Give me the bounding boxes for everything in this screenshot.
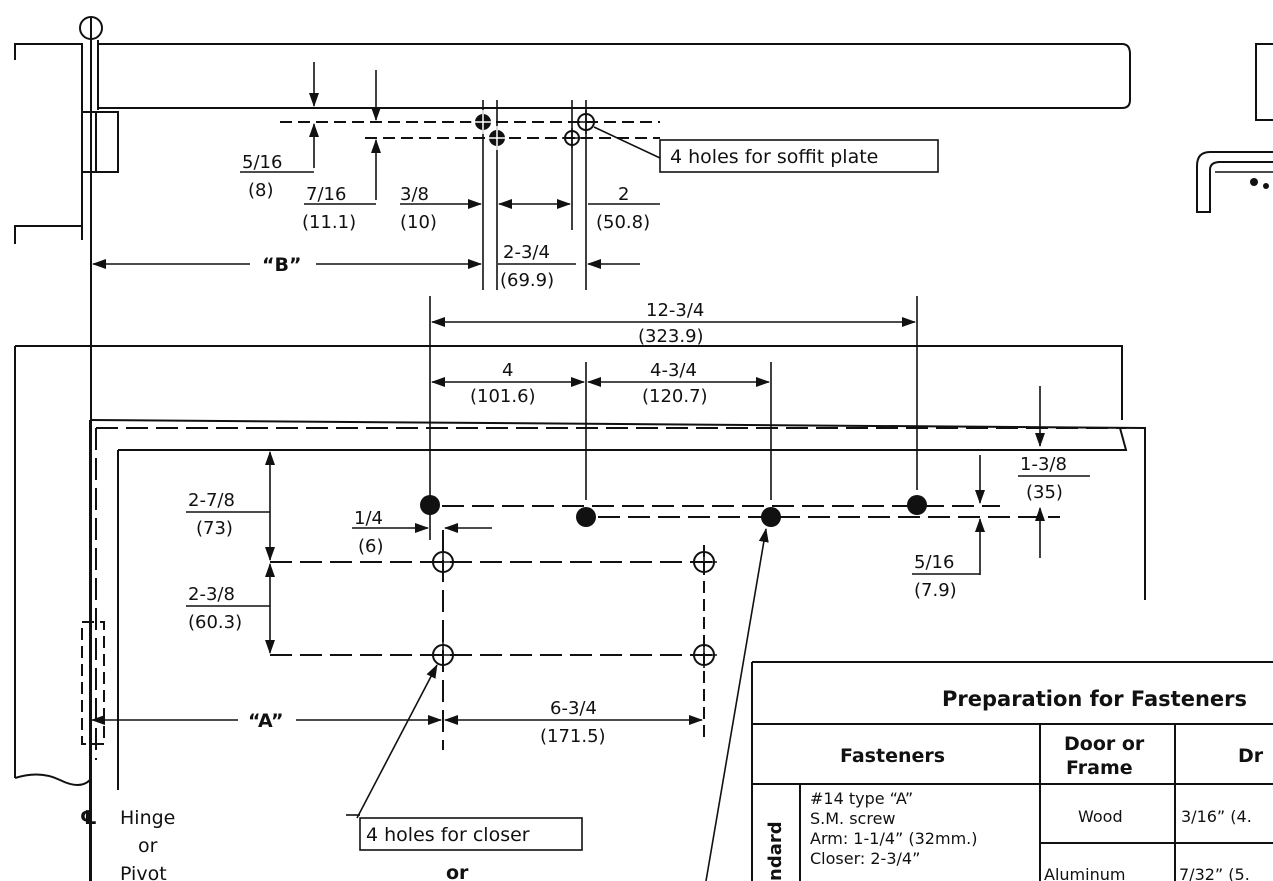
dim-2-3-8-frac: 2-3/8 (188, 584, 235, 605)
dim-5-16-mm: (8) (248, 180, 274, 201)
dim-2-mm: (50.8) (596, 212, 650, 233)
dim-1-3-8-frac: 1-3/8 (1020, 454, 1067, 475)
closer-hole (430, 549, 456, 575)
dim-door-5-16-frac: 5/16 (914, 552, 954, 573)
soffit-callout-text: 4 holes for soffit plate (670, 146, 878, 168)
dim-12-3-4-frac: 12-3/4 (646, 300, 704, 321)
col-header-fasteners: Fasteners (840, 745, 945, 767)
or-text: or (446, 862, 469, 881)
dim-2-3-4-frac: 2-3/4 (503, 242, 550, 263)
col-header-door-frame-1: Door or (1064, 733, 1145, 755)
row1-material: Wood (1078, 807, 1123, 826)
soffit-hole (574, 110, 598, 134)
dim-12-3-4-mm: (323.9) (638, 326, 704, 347)
dim-5-16-frac: 5/16 (242, 152, 282, 173)
fastener-line-1: #14 type “A” (810, 789, 913, 808)
dim-6-3-4-frac: 6-3/4 (550, 698, 597, 719)
soffit-hole (485, 126, 509, 150)
frame-soffit-section: 4 holes for soffit plate 5/16 (8) 7/16 (… (14, 16, 1131, 881)
soffit-hole (562, 128, 582, 148)
fastener-preparation-table: Preparation for Fasteners Fasteners Door… (751, 661, 1273, 881)
hinge-dashed-outline (81, 621, 105, 745)
door-section: 12-3/4 (323.9) 4 (101.6) 4-3/4 (120.7) 1… (14, 296, 1146, 881)
fastener-line-4: Closer: 2-3/4” (810, 849, 920, 868)
soffit-hole (471, 110, 495, 134)
row-group-label: ndard (765, 821, 786, 881)
frame-head-outline (14, 43, 1131, 113)
fastener-line-3: Arm: 1-1/4” (32mm.) (810, 829, 977, 848)
dim-1-3-8-mm: (35) (1026, 482, 1063, 503)
dim-2-frac: 2 (618, 184, 629, 205)
row2-drill: 7/32” (5. (1179, 865, 1250, 881)
arm-hole (907, 495, 927, 515)
door-outline (14, 345, 1123, 778)
dim-4-3-4-frac: 4-3/4 (650, 360, 697, 381)
hinge-centerline-symbol: ℄ (80, 807, 97, 829)
dim-4-frac: 4 (502, 360, 513, 381)
col-header-drill: Dr (1238, 745, 1264, 767)
arm-hole (761, 507, 781, 527)
cropped-detail-top-right (1196, 43, 1273, 213)
dim-1-4-frac: 1/4 (354, 508, 383, 529)
closer-callout-box (359, 817, 583, 851)
row2-material: Aluminum (1044, 865, 1125, 881)
label-b: “B” (262, 254, 301, 276)
closer-hole (691, 549, 717, 575)
dim-door-5-16-mm: (7.9) (914, 580, 957, 601)
dim-7-16-mm: (11.1) (302, 212, 356, 233)
label-a: “A” (248, 710, 284, 732)
dim-7-16-frac: 7/16 (306, 184, 346, 205)
closer-hole (691, 642, 717, 668)
dim-1-4-mm: (6) (358, 536, 384, 557)
row1-drill: 3/16” (4. (1181, 807, 1252, 826)
soffit-callout-box (659, 139, 939, 173)
dim-2-3-8-mm: (60.3) (188, 612, 242, 633)
arm-hole (420, 495, 440, 515)
dim-3-8-frac: 3/8 (400, 184, 429, 205)
arm-hole (576, 507, 596, 527)
dim-3-8-mm: (10) (400, 212, 437, 233)
hinge-line-3: Pivot (120, 863, 167, 881)
dim-4-3-4-mm: (120.7) (642, 386, 708, 407)
dim-2-7-8-mm: (73) (196, 518, 233, 539)
fastener-line-2: S.M. screw (810, 809, 896, 828)
dim-2-3-4-mm: (69.9) (500, 270, 554, 291)
hinge-line-2: or (138, 835, 158, 857)
closer-callout-text: 4 holes for closer (366, 824, 530, 846)
col-header-door-frame-2: Frame (1066, 757, 1133, 779)
hinge-line-1: Hinge (120, 807, 175, 829)
closer-hole (430, 642, 456, 668)
dim-4-mm: (101.6) (470, 386, 536, 407)
dim-2-7-8-frac: 2-7/8 (188, 490, 235, 511)
dim-6-3-4-mm: (171.5) (540, 726, 606, 747)
table-title: Preparation for Fasteners (942, 687, 1247, 711)
